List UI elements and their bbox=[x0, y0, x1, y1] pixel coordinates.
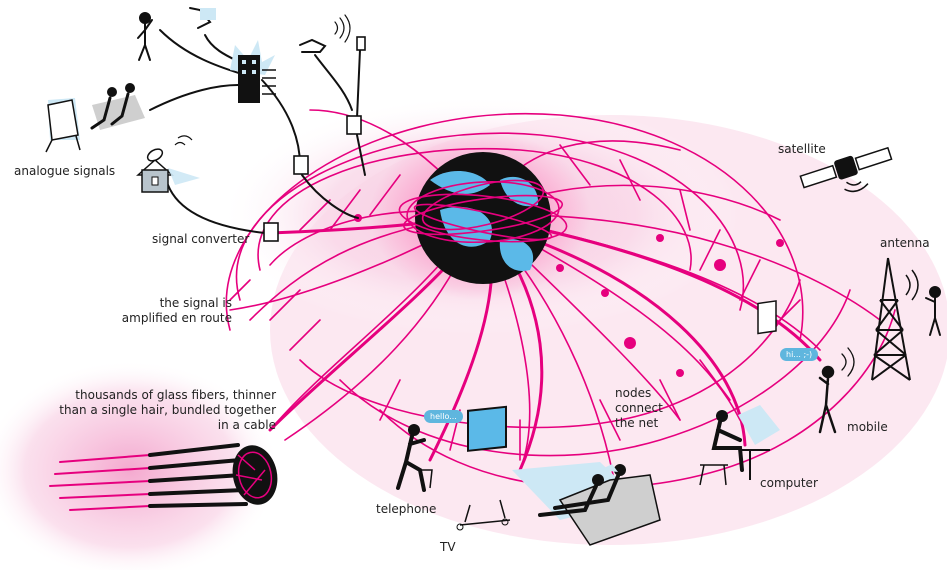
tv-icon bbox=[456, 405, 661, 546]
telephone-speech-bubble: hello... bbox=[424, 410, 463, 423]
label-amplified-line2: amplified en route bbox=[121, 311, 232, 325]
person-phone-icon bbox=[925, 286, 941, 336]
building-icon bbox=[230, 40, 276, 103]
couch-scene-icon bbox=[45, 83, 145, 153]
analogue-lines bbox=[149, 29, 366, 234]
label-signal-converter: signal converter bbox=[152, 232, 250, 246]
label-glass-fibers: thousands of glass fibers, thinner than … bbox=[40, 388, 276, 433]
label-computer: computer bbox=[760, 476, 818, 490]
label-nodes-line1: nodes bbox=[615, 386, 652, 400]
mobile-speech-bubble: hi... ;-) bbox=[780, 348, 819, 361]
label-satellite: satellite bbox=[778, 142, 826, 156]
person-standing-icon bbox=[137, 12, 153, 61]
label-nodes: nodes connect the net bbox=[615, 386, 663, 431]
cable-glow bbox=[0, 360, 280, 570]
phone-icon bbox=[396, 424, 433, 492]
label-antenna: antenna bbox=[880, 236, 930, 250]
label-telephone: telephone bbox=[376, 502, 437, 516]
label-glass-fibers-line3: in a cable bbox=[217, 418, 276, 432]
label-tv: TV bbox=[440, 540, 456, 554]
label-glass-fibers-line2: than a single hair, bundled together bbox=[59, 403, 276, 417]
label-glass-fibers-line1: thousands of glass fibers, thinner bbox=[75, 388, 276, 402]
cable-icon bbox=[49, 443, 278, 511]
label-analogue-signals: analogue signals bbox=[14, 164, 116, 178]
satellite-icon bbox=[799, 146, 893, 193]
label-nodes-line3: the net bbox=[615, 416, 659, 430]
label-nodes-line2: connect bbox=[615, 401, 663, 415]
person-sitting-icon bbox=[189, 7, 216, 29]
signal-converters bbox=[263, 36, 366, 242]
mobile-phone-icon bbox=[818, 347, 855, 434]
antenna-tower-icon bbox=[871, 257, 919, 381]
label-mobile: mobile bbox=[847, 420, 888, 434]
computer-icon bbox=[699, 300, 780, 486]
house-icon bbox=[136, 135, 200, 193]
label-amplified-line1: the signal is bbox=[159, 296, 232, 310]
globe-icon bbox=[398, 152, 568, 284]
label-amplified: the signal is amplified en route bbox=[120, 296, 232, 326]
person-reclining-icon bbox=[299, 14, 351, 53]
network-nodes bbox=[354, 214, 784, 377]
